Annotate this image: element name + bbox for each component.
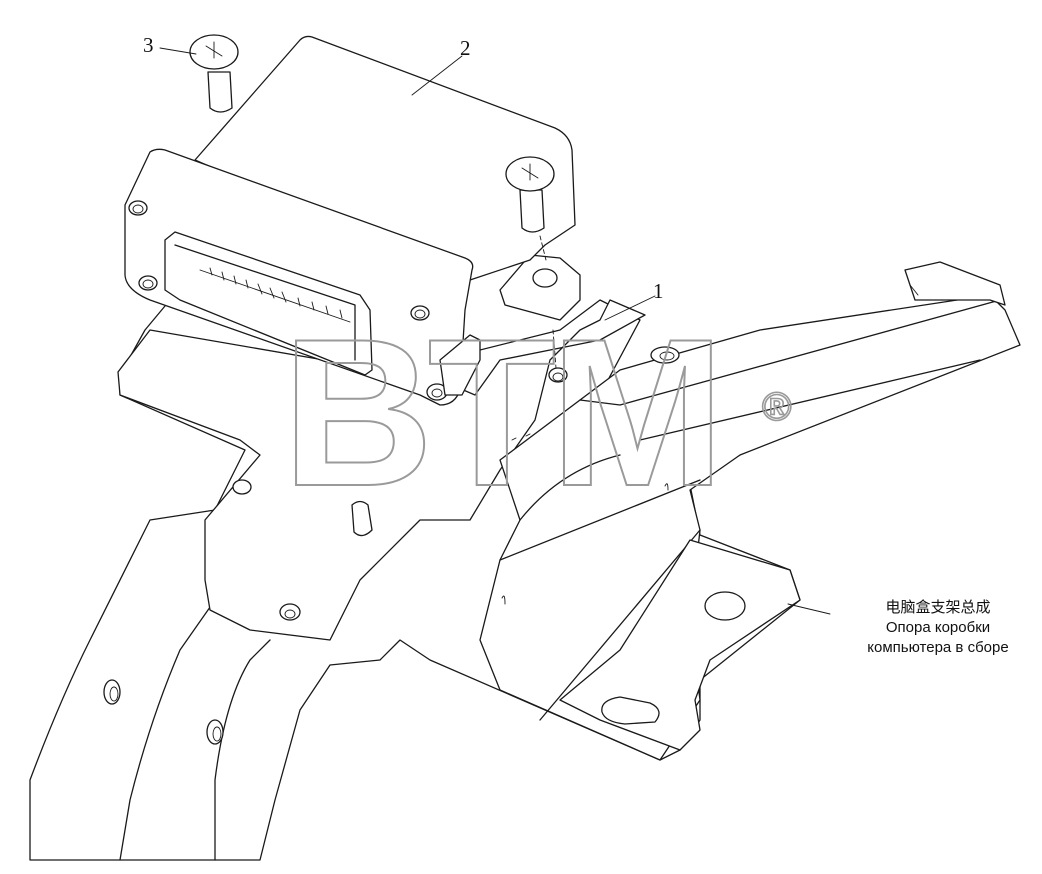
ecu-box [124, 35, 576, 406]
part-caption: 电脑盒支架总成 Опора коробки компьютера в сборе [838, 598, 1038, 658]
watermark-registered-mark: ® [762, 385, 791, 429]
callout-3: 3 [143, 33, 154, 57]
caption-russian-line-2: компьютера в сборе [867, 639, 1009, 656]
watermark-text: BTM [282, 295, 719, 530]
screw-right [505, 156, 557, 369]
leader-1 [604, 295, 656, 321]
leader-2 [411, 55, 463, 96]
screw-upper-left [189, 34, 239, 113]
caption-russian-line-1: Опора коробки [885, 619, 991, 636]
caption-chinese: 电脑盒支架总成 [885, 599, 991, 616]
callout-2: 2 [460, 36, 471, 60]
leader-3 [159, 47, 197, 55]
callout-1: 1 [653, 279, 664, 303]
bracket-assembly [29, 254, 1021, 861]
leader-caption [787, 603, 831, 615]
watermark: BTM ® [281, 294, 792, 531]
